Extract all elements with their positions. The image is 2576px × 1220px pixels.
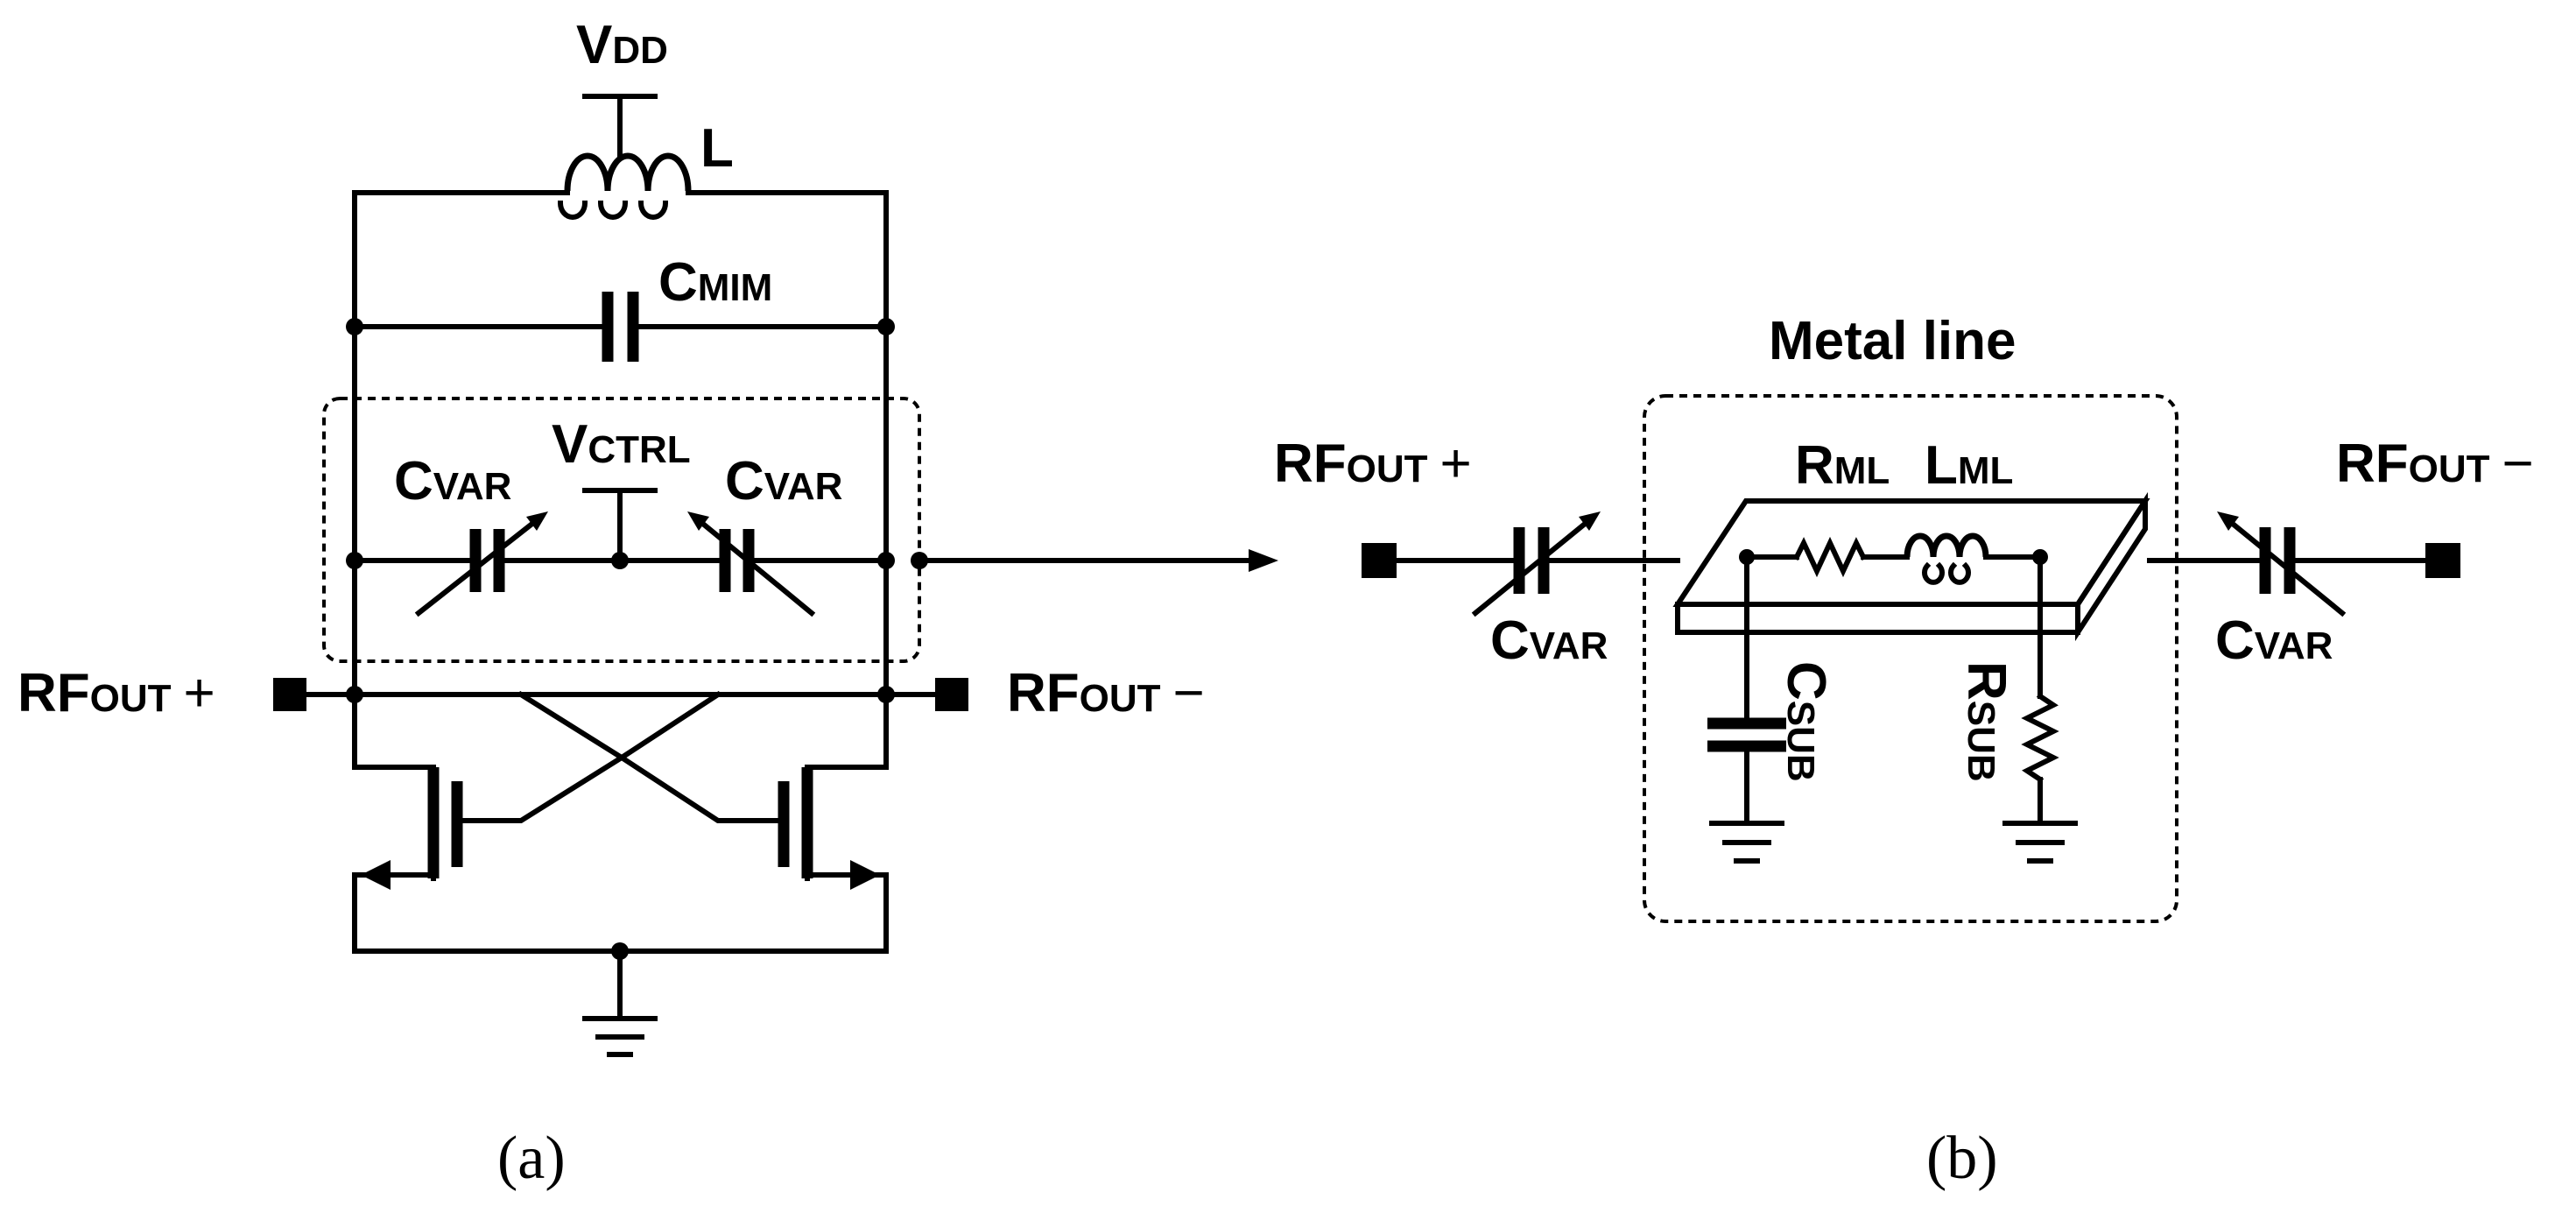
inductor-label: L xyxy=(700,118,734,179)
metal-line-title: Metal line xyxy=(1769,311,2016,371)
caption-b: (b) xyxy=(1926,1125,1998,1192)
rfout-minus-label: RFOUT− xyxy=(1007,663,1205,723)
cvar-right-label: CVAR xyxy=(725,451,842,511)
rfout-plus-terminal-b[interactable] xyxy=(1362,543,1397,578)
tail-ground xyxy=(352,872,889,1057)
rml-lml-series xyxy=(1739,532,2048,585)
rf-line-b xyxy=(1362,511,2460,617)
metal-slab xyxy=(1672,491,2150,642)
lml-label: LML xyxy=(1925,435,2013,496)
rfout-plus-terminal[interactable] xyxy=(273,678,306,711)
zoom-arrow xyxy=(917,549,1278,572)
vctrl-label: VCTRL xyxy=(552,414,691,475)
rsub-branch xyxy=(2002,554,2078,864)
rsub-label: RSUB xyxy=(1956,661,2016,782)
vco-circuit: VDD L CMIM VCTRL CVAR CVAR RFOUT+ RFOUT− xyxy=(18,15,1278,1057)
varactor-branch xyxy=(352,488,889,617)
cvar-left-label-b: CVAR xyxy=(1490,610,1608,671)
cvar-left-label: CVAR xyxy=(394,451,511,511)
cmim-capacitor xyxy=(352,292,889,362)
metal-line-box xyxy=(1643,394,2178,923)
rfout-plus-label: RFOUT+ xyxy=(18,663,215,723)
caption-a: (a) xyxy=(497,1125,566,1192)
nmos-right xyxy=(772,765,889,890)
csub-branch xyxy=(1707,554,1786,864)
metal-line-model: Metal line RML LML RFOUT+ RFOUT− CVAR CV… xyxy=(1274,311,2534,923)
vdd-label: VDD xyxy=(576,15,668,75)
vdd-supply xyxy=(582,94,658,159)
rml-label: RML xyxy=(1795,435,1890,496)
inductor-l xyxy=(352,152,889,220)
rfout-plus-label-b: RFOUT+ xyxy=(1274,434,1472,494)
cmim-label: CMIM xyxy=(658,252,772,313)
junction-dots xyxy=(346,318,928,960)
csub-label: CSUB xyxy=(1776,661,1836,782)
rfout-minus-terminal[interactable] xyxy=(935,678,968,711)
rfout-minus-label-b: RFOUT− xyxy=(2336,434,2534,494)
varactor-box xyxy=(322,397,921,663)
cvar-right-label-b: CVAR xyxy=(2215,610,2333,671)
rfout-minus-terminal-b[interactable] xyxy=(2425,543,2460,578)
cross-coupling xyxy=(463,690,778,823)
rfout-terminals-a xyxy=(273,678,968,711)
nmos-left xyxy=(352,765,468,890)
